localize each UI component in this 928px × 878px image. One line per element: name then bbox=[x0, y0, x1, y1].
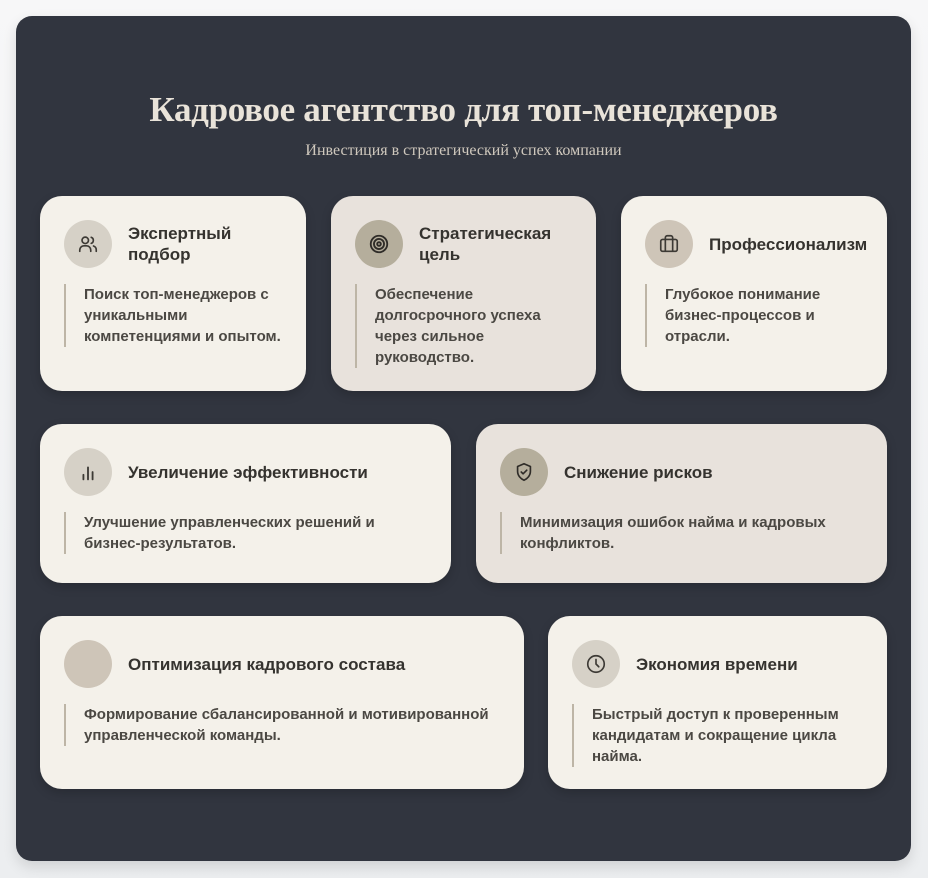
card-strategic-goal: Стратегическая цель Обеспечение долгосро… bbox=[331, 196, 596, 391]
main-panel: Кадровое агентство для топ-менеджеров Ин… bbox=[16, 16, 911, 861]
card-title: Профессионализм bbox=[709, 235, 868, 254]
page-title: Кадровое агентство для топ-менеджеров bbox=[149, 90, 778, 129]
card-description: Улучшение управленческих решений и бизне… bbox=[64, 512, 433, 554]
blank-icon bbox=[64, 640, 112, 688]
card-title: Оптимизация кадрового состава bbox=[128, 655, 406, 674]
card-description: Обеспечение долгосрочного успеха через с… bbox=[355, 284, 578, 368]
card-staff-optimization: Оптимизация кадрового состава Формирован… bbox=[40, 616, 524, 789]
card-efficiency: Увеличение эффективности Улучшение управ… bbox=[40, 424, 451, 583]
bar-chart-icon bbox=[64, 448, 112, 496]
card-description: Минимизация ошибок найма и кадровых конф… bbox=[500, 512, 869, 554]
card-description: Формирование сбалансированной и мотивиро… bbox=[64, 704, 506, 746]
card-time-saving: Экономия времени Быстрый доступ к провер… bbox=[548, 616, 887, 789]
card-title: Увеличение эффективности bbox=[128, 463, 368, 482]
card-title: Стратегическая цель bbox=[419, 224, 552, 264]
card-description: Поиск топ-менеджеров с уникальными компе… bbox=[64, 284, 288, 347]
card-title: Снижение рисков bbox=[564, 463, 713, 482]
card-title: Экспертный подбор bbox=[128, 224, 232, 264]
clock-icon bbox=[572, 640, 620, 688]
card-risk-reduction: Снижение рисков Минимизация ошибок найма… bbox=[476, 424, 887, 583]
briefcase-icon bbox=[645, 220, 693, 268]
users-icon bbox=[64, 220, 112, 268]
shield-check-icon bbox=[500, 448, 548, 496]
card-description: Быстрый доступ к проверенным кандидатам … bbox=[572, 704, 869, 767]
card-title: Экономия времени bbox=[636, 655, 798, 674]
card-professionalism: Профессионализм Глубокое понимание бизне… bbox=[621, 196, 887, 391]
card-description: Глубокое понимание бизнес-процессов и от… bbox=[645, 284, 869, 347]
target-icon bbox=[355, 220, 403, 268]
page-subtitle: Инвестиция в стратегический успех компан… bbox=[305, 142, 622, 159]
card-expert-selection: Экспертный подбор Поиск топ-менеджеров с… bbox=[40, 196, 306, 391]
